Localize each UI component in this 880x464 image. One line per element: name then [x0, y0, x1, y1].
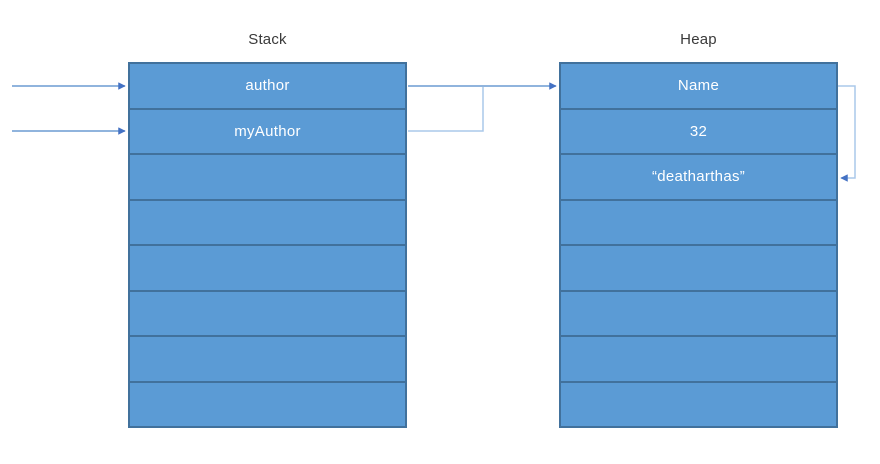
stack-box: author myAuthor: [128, 62, 407, 428]
heap-row-empty: [561, 289, 836, 336]
stack-title: Stack: [248, 31, 287, 48]
heap-box: Name 32 “deatharthas”: [559, 62, 838, 428]
stack-row-empty: [130, 335, 405, 381]
stack-row-empty: [130, 289, 405, 336]
heap-row-string: “deatharthas”: [561, 153, 836, 199]
heap-row-empty: [561, 380, 836, 427]
stack-row-myauthor: myAuthor: [130, 107, 405, 154]
stack-row-empty: [130, 153, 405, 199]
stack-row-empty: [130, 244, 405, 290]
heap-title: Heap: [680, 31, 717, 48]
stack-row-empty: [130, 380, 405, 427]
heap-row-empty: [561, 198, 836, 245]
heap-row-empty: [561, 335, 836, 381]
connector-myauthor-to-heap-elbow: [408, 87, 484, 132]
stack-row-empty: [130, 198, 405, 245]
arrow-name-to-string-loop: [838, 85, 856, 182]
heap-row-empty: [561, 244, 836, 290]
heap-row-age: 32: [561, 107, 836, 154]
stack-row-author: author: [245, 77, 290, 95]
heap-row-name: Name: [677, 77, 720, 95]
